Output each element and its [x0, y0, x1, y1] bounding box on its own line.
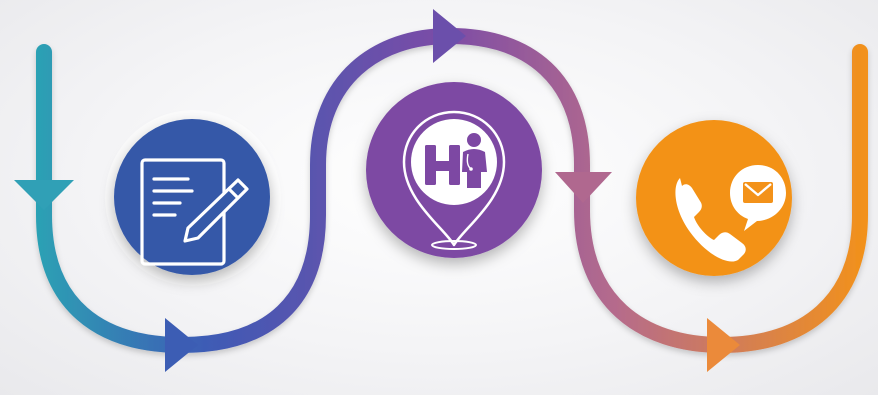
arrow-right-icon [707, 318, 740, 372]
step-1-document [105, 110, 281, 286]
step-3-contact [636, 120, 792, 276]
step-3-badge [636, 120, 792, 276]
arrow-down-icon [555, 172, 612, 203]
arrow-down-icon [14, 180, 74, 210]
phone-message-icon [675, 165, 786, 262]
hospital-doctor-location-pin-icon [402, 110, 506, 250]
arrow-right-icon [433, 9, 466, 63]
arrow-right-icon [165, 318, 198, 372]
step-2-hospital [366, 82, 542, 258]
step-1-badge [114, 119, 270, 275]
document-pencil-icon [140, 158, 249, 266]
phone-icon [675, 178, 746, 262]
message-bubble-icon [730, 165, 786, 231]
